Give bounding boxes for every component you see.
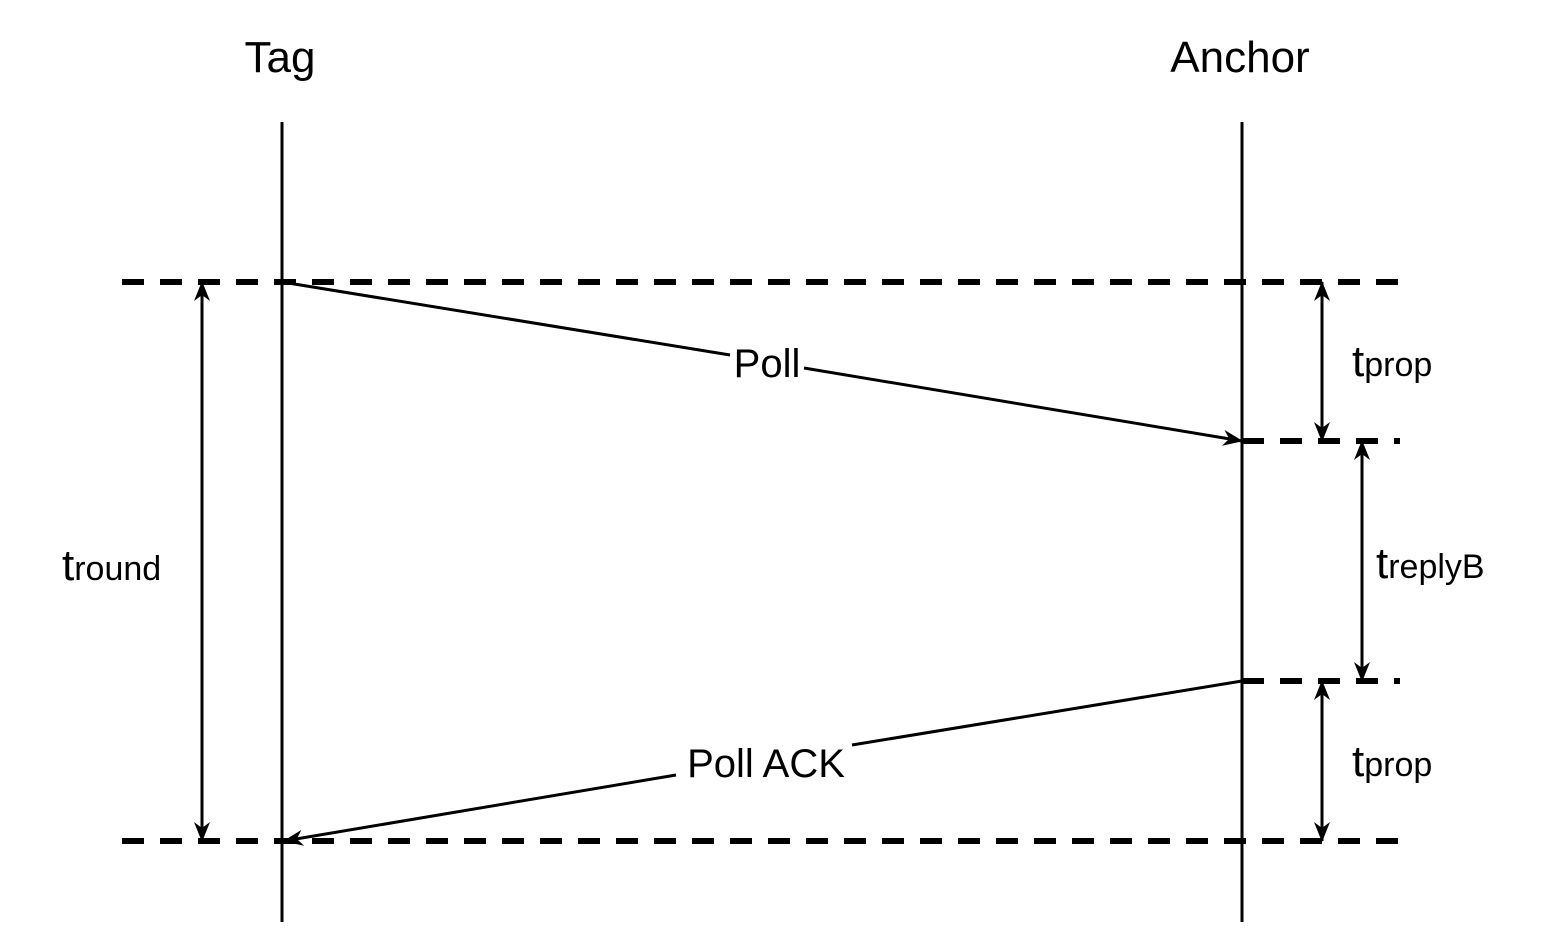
- prop-interval-top-label: tprop: [1352, 337, 1432, 386]
- reply-interval-label: treplyB: [1376, 539, 1485, 588]
- tag-header: Tag: [245, 33, 316, 82]
- round-interval-label: tround: [62, 541, 161, 590]
- poll-message-label: Poll: [734, 342, 801, 386]
- poll-ack-message-arrow: [283, 679, 1243, 846]
- prop-interval-bottom-label: tprop: [1352, 737, 1432, 786]
- poll-message-arrow: [281, 280, 1243, 446]
- poll-ack-message-label: Poll ACK: [687, 742, 845, 786]
- anchor-header: Anchor: [1170, 33, 1309, 82]
